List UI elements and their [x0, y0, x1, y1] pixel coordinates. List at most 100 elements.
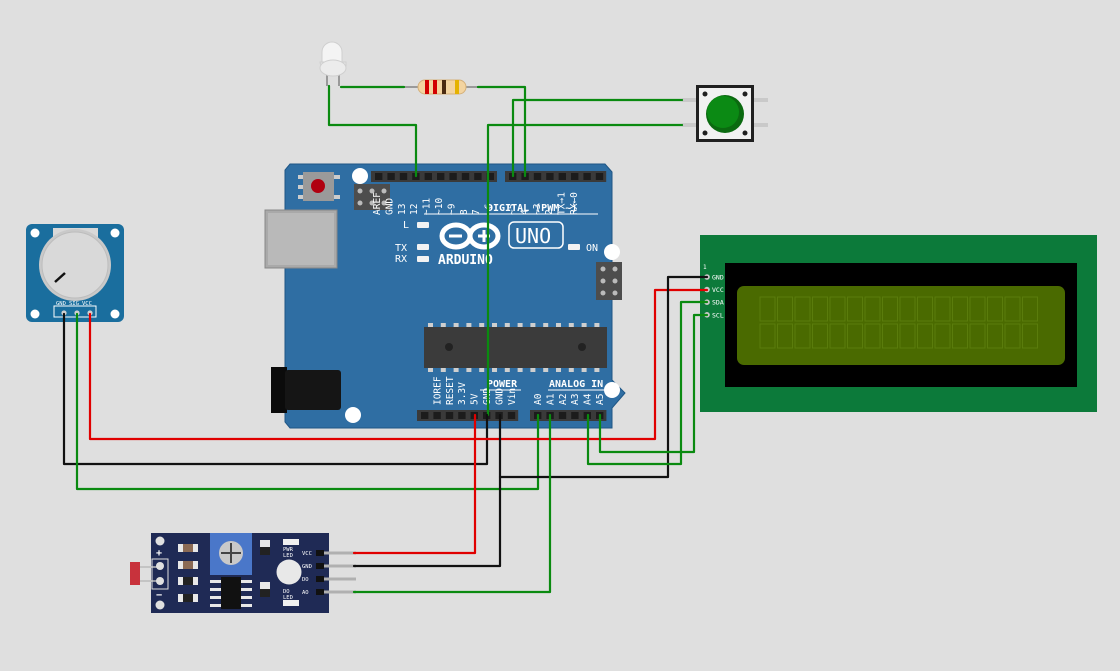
- power-pin-label: Vin: [507, 388, 518, 405]
- minus-label: −: [156, 590, 162, 601]
- wire-ldr-vcc[interactable]: [352, 437, 477, 555]
- power-label: POWER: [487, 379, 518, 390]
- ldr-pin-label: GND: [302, 564, 312, 570]
- digital-pin-label: ~10: [434, 198, 445, 215]
- led-l-label: L: [403, 220, 409, 231]
- ldr-pin-label: VCC: [302, 551, 312, 557]
- wire-lcd-scl[interactable]: [598, 313, 709, 454]
- led-tx: [417, 244, 429, 250]
- power-pin[interactable]: [507, 412, 516, 419]
- wire-led-to-gnd[interactable]: [327, 84, 418, 178]
- analog-pin[interactable]: [571, 412, 579, 419]
- wire-button-to-gnd[interactable]: [486, 123, 684, 417]
- digital-pin-label: RX←0: [569, 192, 580, 215]
- analog-pin-label: A1: [545, 393, 556, 405]
- resistor-component[interactable]: [404, 79, 478, 95]
- digital-pin-label: GND: [384, 198, 395, 215]
- power-pin[interactable]: [433, 412, 441, 419]
- microcontroller-chip: [424, 323, 607, 372]
- digital-pin-label: ~3: [532, 204, 543, 215]
- analog-pin-label: A5: [595, 394, 606, 405]
- power-pin-label: 5V: [470, 393, 481, 405]
- wire-pot-vcc[interactable]: [88, 312, 477, 441]
- power-pin-label: RESET: [445, 376, 456, 405]
- power-jack: [271, 367, 287, 413]
- wires: [62, 84, 709, 594]
- wire-button-to-pin7[interactable]: [511, 98, 684, 178]
- digital-label: DIGITAL (PWM ~): [487, 203, 577, 214]
- digital-pin[interactable]: [486, 173, 494, 180]
- ldr-sensor-module[interactable]: + − PWR LED DO LED: [130, 533, 356, 613]
- analog-pin-label: A4: [583, 393, 594, 405]
- digital-pin[interactable]: [546, 173, 554, 180]
- digital-pin-label: 12: [409, 204, 420, 215]
- wire-resistor-to-pin6[interactable]: [476, 85, 527, 178]
- wire-lcd-vcc[interactable]: [473, 288, 709, 441]
- lcd-pin-label: VCC: [712, 286, 724, 294]
- led-rx: [417, 256, 429, 262]
- digital-pin[interactable]: [583, 173, 591, 180]
- digital-pin-label: ~11: [422, 198, 433, 215]
- digital-pin[interactable]: [399, 173, 408, 180]
- digital-pin[interactable]: [437, 173, 445, 180]
- arduino-brand: ARDUINO: [438, 253, 493, 268]
- digital-pin[interactable]: [375, 173, 383, 180]
- do-led-label: DO: [283, 589, 290, 595]
- ldr-pin[interactable]: [324, 564, 356, 568]
- digital-pin[interactable]: [571, 173, 579, 180]
- digital-pin-label: ~9: [446, 203, 457, 215]
- arduino-model: UNO: [515, 224, 551, 248]
- ldr-pin[interactable]: [324, 577, 356, 581]
- digital-pin[interactable]: [533, 173, 542, 180]
- power-pin-label: 3.3V: [457, 382, 468, 405]
- wire-ldr-gnd[interactable]: [352, 475, 502, 568]
- digital-pin[interactable]: [424, 173, 432, 180]
- wire-lcd-gnd[interactable]: [498, 275, 709, 479]
- wire-ldr-ao[interactable]: [352, 413, 552, 594]
- arduino-logo-icon: [439, 222, 501, 250]
- digital-pin[interactable]: [474, 173, 482, 180]
- power-pin[interactable]: [421, 412, 429, 419]
- ldr-pin[interactable]: [324, 590, 356, 594]
- digital-pin-label: 13: [397, 204, 408, 215]
- power-header[interactable]: [417, 410, 519, 421]
- wire-lcd-sda[interactable]: [586, 300, 709, 466]
- mounting-hole: [352, 168, 368, 184]
- lcd-pin-index: 1: [703, 264, 707, 271]
- digital-pin[interactable]: [595, 173, 604, 180]
- analog-pin-label: A3: [570, 394, 581, 405]
- led-l: [417, 222, 429, 228]
- mounting-hole: [345, 407, 361, 423]
- mounting-hole: [604, 382, 620, 398]
- led-component[interactable]: [319, 41, 347, 86]
- reset-button[interactable]: [298, 172, 340, 201]
- digital-pin-label: 4: [519, 209, 530, 215]
- digital-pin-label: AREF: [372, 192, 383, 215]
- wire-pot-sig[interactable]: [75, 312, 540, 491]
- digital-pin-label: ~5: [507, 204, 518, 215]
- digital-pin[interactable]: [449, 173, 457, 180]
- push-button[interactable]: [682, 85, 768, 142]
- lcd-pin-label: GND: [712, 274, 724, 282]
- ldr-pin[interactable]: [324, 551, 356, 555]
- digital-pin[interactable]: [461, 173, 470, 180]
- power-pin[interactable]: [458, 412, 466, 419]
- pot-pin-label: GND: [56, 301, 66, 307]
- analog-pin[interactable]: [558, 412, 567, 419]
- analog-pin-label: A0: [533, 393, 544, 405]
- digital-pin-label: 8: [459, 209, 470, 215]
- digital-pin[interactable]: [558, 173, 566, 180]
- digital-pin[interactable]: [387, 173, 395, 180]
- analog-header[interactable]: [530, 410, 607, 421]
- power-pin[interactable]: [445, 412, 454, 419]
- trimmer-potentiometer[interactable]: [210, 533, 252, 575]
- do-led-label: LED: [283, 595, 293, 601]
- icsp-header: [354, 184, 390, 210]
